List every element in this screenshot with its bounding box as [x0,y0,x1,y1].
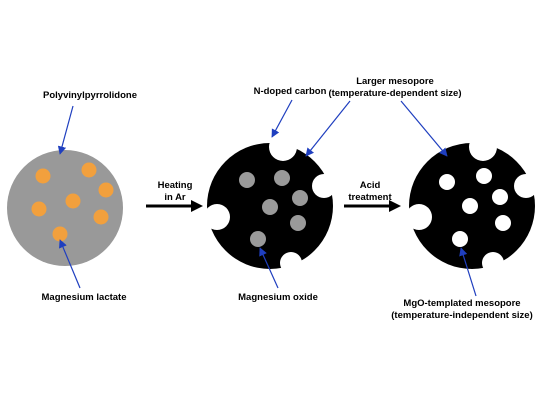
precursor-disc-group [7,150,123,266]
larger-pores [204,133,336,274]
templated-pore [492,189,508,205]
lactate-particle [81,162,97,178]
templated-pore [476,168,492,184]
label-larger-mesopore-line2: (temperature-dependent size) [328,88,461,99]
label-larger-mesopore-line1: Larger mesopore [356,76,434,87]
label-mgo-templated-line1: MgO-templated mesopore [403,298,520,309]
process-arrow-heating [146,200,203,212]
pointer-arrows [57,99,477,297]
mgo-particle [250,231,266,247]
larger-pore [204,204,230,230]
lactate-particles [31,162,114,242]
lactate-particle [35,168,51,184]
porous-carbon-group [406,133,538,274]
larger-pore [269,133,297,161]
label-acid-line2: treatment [348,192,392,203]
lactate-particle [65,193,81,209]
precursor-disc [7,150,123,266]
pointer-larger-final [400,100,448,157]
pointer-templated [459,247,477,297]
carbon-composite-group [204,133,336,274]
templated-pore [495,215,511,231]
mgo-particle [292,190,308,206]
templated-pores [439,168,511,247]
larger-pore [514,174,538,198]
larger-pore [312,174,336,198]
lactate-particle [52,226,68,242]
process-arrow-acid [344,200,401,212]
label-n-doped-carbon: N-doped carbon [254,86,327,97]
templated-pore [452,231,468,247]
pointer-polymer [57,105,74,155]
larger-pore [280,252,302,274]
lactate-particle [98,182,114,198]
label-heating-line2: in Ar [164,192,186,203]
larger-pores-final [406,133,538,274]
mgo-particle [262,199,278,215]
larger-pore [482,252,504,274]
pointer-mgo [259,247,279,289]
label-heating-line1: Heating [158,180,193,191]
mgo-particle [290,215,306,231]
label-magnesium-lactate: Magnesium lactate [42,292,127,303]
lactate-particle [31,201,47,217]
pointer-larger-composite [305,100,351,157]
mgo-particle [239,172,255,188]
label-magnesium-oxide: Magnesium oxide [238,292,318,303]
label-mgo-templated-line2: (temperature-independent size) [391,310,532,321]
mgo-particle [274,170,290,186]
lactate-particle [93,209,109,225]
mgo-particles [239,170,308,247]
label-acid-line1: Acid [360,180,381,191]
templated-pore [462,198,478,214]
pointer-ndoped [271,99,293,138]
larger-pore [469,133,497,161]
templated-pore [439,174,455,190]
larger-pore [406,204,432,230]
pointer-lactate [59,239,81,289]
label-polyvinylpyrrolidone: Polyvinylpyrrolidone [43,90,137,101]
